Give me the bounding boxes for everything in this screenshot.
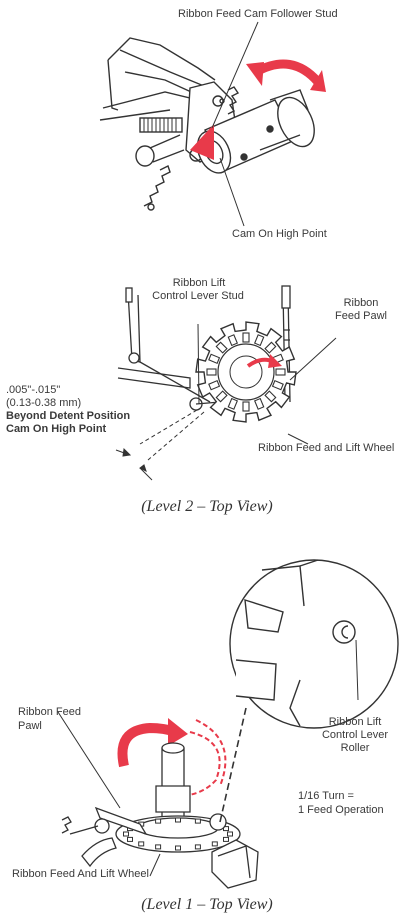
wheel-slot [155,844,162,850]
wheel-slot [175,845,181,851]
gap-indicator [115,447,153,481]
lift-stud-label-line1: Ribbon Lift [172,277,226,289]
cam-follower-stud-label: Ribbon Feed Cam Follower Stud [178,8,338,20]
wheel-slot [155,818,162,824]
cam-follower-assembly [99,37,315,211]
wheel-slot [138,841,145,847]
wheel-slot [264,341,277,354]
wheel-slot [253,334,265,347]
wheel-slot [227,397,239,410]
wheel-slot [123,831,129,837]
cam-high-point [190,124,214,160]
wheel-slot [227,334,239,347]
level2-wheel-label: Ribbon Feed and Lift Wheel [258,442,395,454]
feed-pawl-label-line2: Feed Pawl [335,310,387,322]
wheel-slot [275,368,286,376]
rotation-arrow-top [246,59,326,92]
wheel-slot [223,836,229,842]
wheel-slot [271,379,284,391]
wheel-slot [211,841,218,847]
feed-pawl-label-line1: Ribbon [343,297,379,309]
rotation-arrow-level2 [246,354,282,368]
roller-label-line2: Control Lever [321,729,389,741]
level1-pawl-label-line2: Pawl [18,720,42,732]
level1-assembly [61,742,259,889]
roller-label-line3: Roller [340,742,370,754]
wheel-slot [215,390,228,403]
level1-pawl-label-line1: Ribbon Feed [18,706,81,718]
wheel-slot [215,341,228,354]
level2-lever [117,285,291,411]
turn-label-line2: 1 Feed Operation [298,804,384,816]
wheel-slot [194,844,201,850]
wheel-slot [208,353,221,365]
spec-line2: (0.13-0.38 mm) [6,397,82,409]
wheel-slot [194,818,201,824]
level2-caption: (Level 2 – Top View) [141,498,273,515]
level2-feed-wheel [195,321,297,423]
level1-caption: (Level 1 – Top View) [141,896,273,913]
wheel-slot [264,390,277,403]
wheel-slot [242,332,250,343]
wheel-slot [127,836,133,842]
wheel-slot [253,397,265,410]
roller-label-line1: Ribbon Lift [328,716,382,728]
spec-line3: Beyond Detent Position [6,410,131,422]
wheel-slot [208,379,221,391]
wheel-slot [242,401,250,412]
wheel-slot [206,368,217,376]
magnified-detail [229,559,399,729]
spec-line4: Cam On High Point [6,423,107,435]
turn-label-line1: 1/16 Turn = [298,790,354,802]
spec-line1: .005"-.015" [6,384,61,396]
cam-high-point-label: Cam On High Point [232,228,327,240]
wheel-slot [227,831,233,837]
lift-stud-label-line2: Control Lever Stud [152,290,244,302]
wheel-slot [175,817,181,823]
level1-wheel-label: Ribbon Feed And Lift Wheel [12,868,149,880]
